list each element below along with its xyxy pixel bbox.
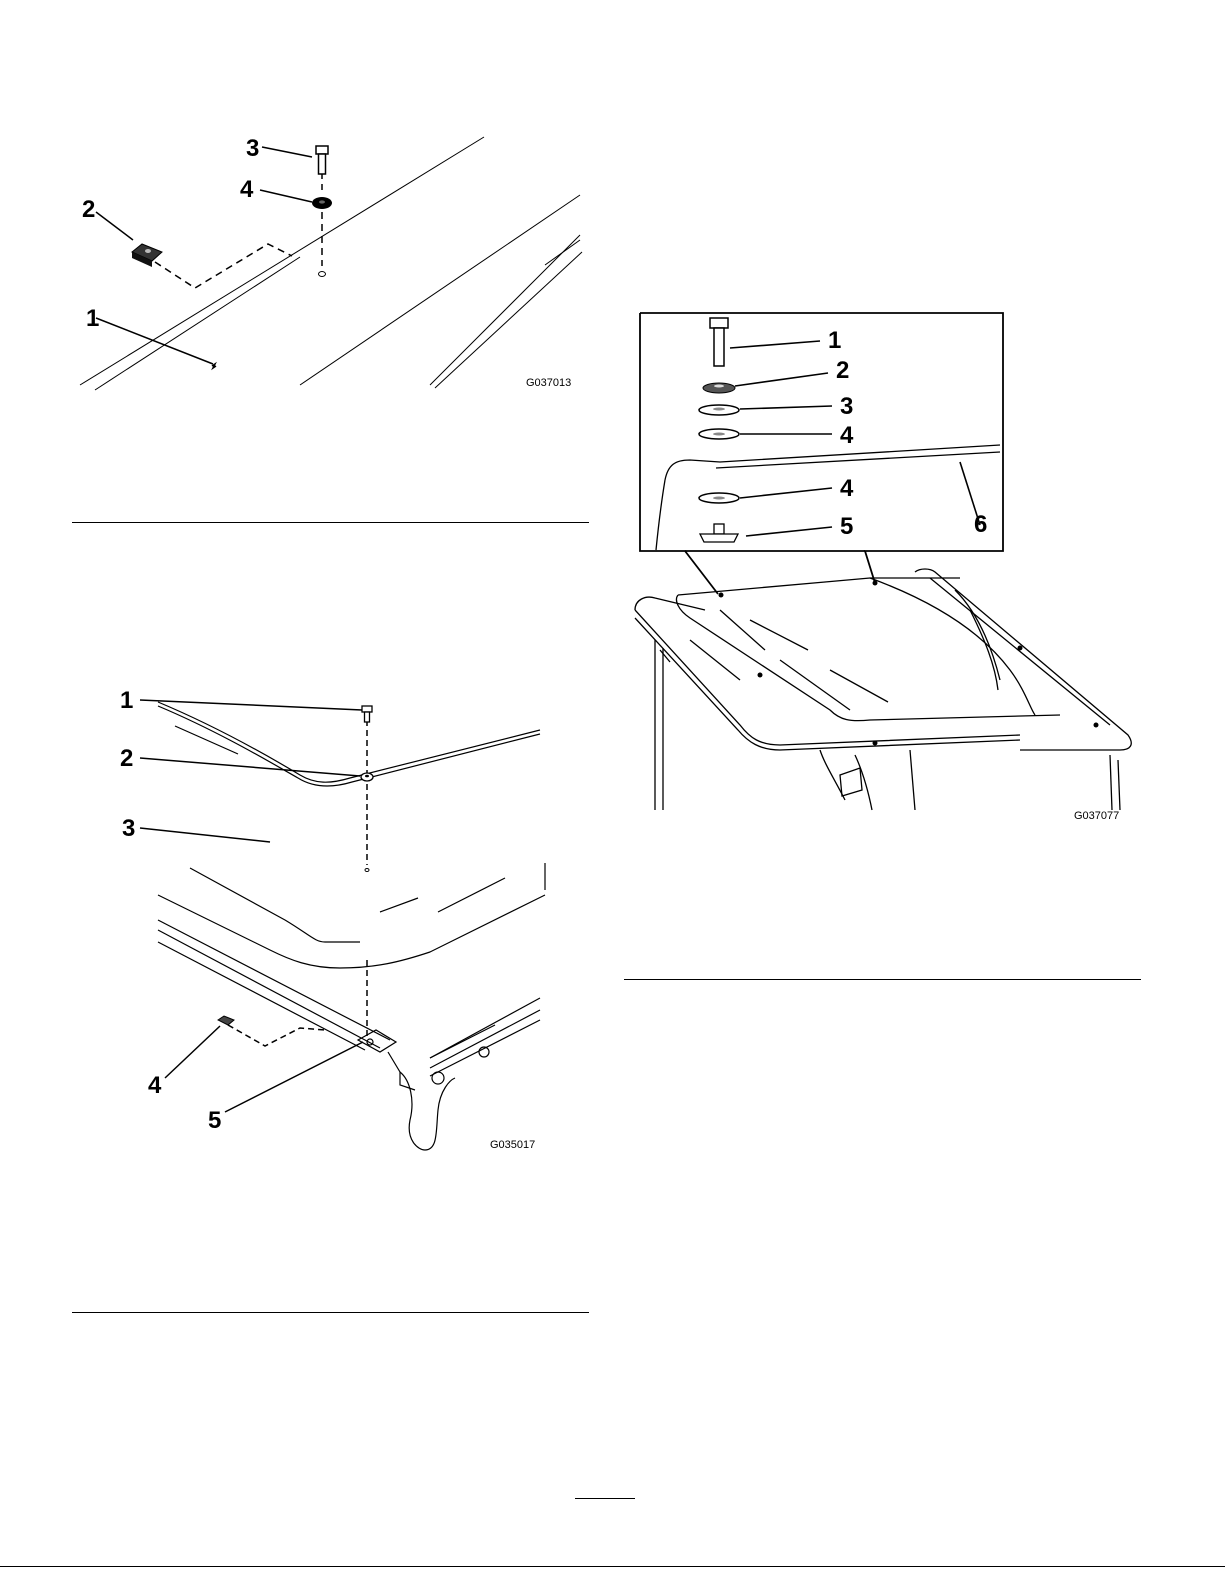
figure-code: G035017 <box>490 1139 535 1151</box>
figure-code: G037077 <box>1074 810 1119 822</box>
flat-washer-icon <box>699 405 739 415</box>
callout-4: 4 <box>840 475 854 502</box>
figure-code: G037013 <box>526 377 571 389</box>
bolt-icon <box>710 318 728 366</box>
screw-icon <box>362 706 372 722</box>
footer-rule <box>0 1566 1225 1567</box>
divider <box>72 1312 589 1313</box>
figure-2-drawing: 1 2 3 4 5 G035017 <box>100 680 560 1160</box>
figure-3-drawing: 1 2 3 4 4 5 6 G037077 <box>630 310 1140 830</box>
callout-4: 4 <box>840 422 854 449</box>
mounting-holes <box>719 581 1099 746</box>
callout-1: 1 <box>120 687 133 714</box>
callout-3: 3 <box>840 393 853 420</box>
callout-4: 4 <box>240 176 254 203</box>
figure-roof-corner-fastener: 1 2 3 4 5 G035017 <box>100 680 560 1160</box>
callout-4: 4 <box>148 1072 162 1099</box>
callout-5: 5 <box>208 1107 221 1134</box>
callout-5: 5 <box>840 513 853 540</box>
washer-icon <box>312 197 332 209</box>
rubber-washer-icon <box>699 493 739 503</box>
callout-1: 1 <box>86 305 99 332</box>
rubber-washer-icon <box>699 429 739 439</box>
nut-icon <box>700 524 738 542</box>
figure-roof-panel-fastener: 3 4 2 1 G037013 <box>70 120 590 405</box>
figure-1-drawing: 3 4 2 1 G037013 <box>70 120 590 405</box>
washer-icon <box>361 773 373 781</box>
callout-2: 2 <box>836 357 849 384</box>
bolt-icon <box>316 146 328 174</box>
callout-2: 2 <box>82 196 95 223</box>
mounting-hole <box>365 869 369 872</box>
callout-1: 1 <box>828 327 841 354</box>
callout-3: 3 <box>122 815 135 842</box>
figure-canopy-hardware-stack: 1 2 3 4 4 5 6 G037077 <box>630 310 1140 830</box>
clip-nut-icon <box>218 1016 234 1025</box>
callout-6: 6 <box>974 511 987 538</box>
divider <box>624 979 1141 980</box>
callout-2: 2 <box>120 745 133 772</box>
divider <box>72 522 589 523</box>
spacer-icon <box>703 383 735 393</box>
callout-3: 3 <box>246 135 259 162</box>
page-number-line <box>575 1498 635 1499</box>
